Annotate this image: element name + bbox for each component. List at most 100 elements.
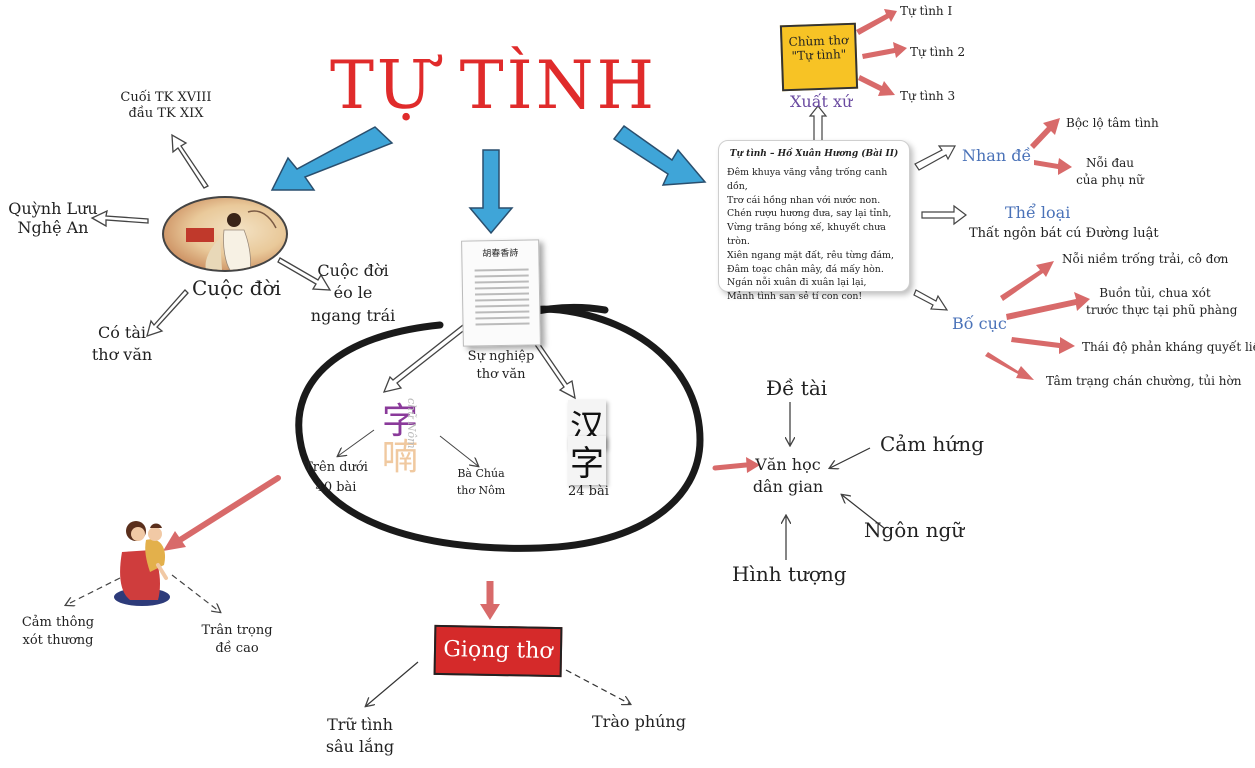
pink-arrow-boc-lo: [1030, 118, 1060, 149]
van-hoc-center: Văn học dân gian: [748, 454, 828, 499]
bo-cuc-label: Bố cục: [952, 314, 1007, 333]
nom-glyph-2: 喃: [382, 437, 419, 478]
poem-line: Xiên ngang mặt đất, rêu từng đám,: [727, 249, 894, 261]
arrow-cam-hung: [830, 447, 871, 468]
nhan-de-label: Nhan đề: [962, 146, 1032, 165]
giong-tho-box: Giọng thơ: [433, 624, 563, 678]
book-line: [475, 304, 530, 308]
cam-hung-label: Cảm hứng: [880, 432, 984, 456]
de-tai-label: Đề tài: [766, 376, 828, 400]
tu-tinh-3: Tự tình 3: [900, 89, 956, 103]
su-nghiep-line-2: thơ văn: [476, 367, 526, 383]
tren-duoi-line-2: 40 bài: [315, 479, 357, 495]
hollow-arrow-the-loai: [921, 204, 967, 226]
bo-cuc-item-2: Buồn tủi, chua xót trước thực tại phũ ph…: [1086, 285, 1237, 319]
hollow-arrow-nom: [382, 324, 469, 393]
noi-dau-text: Nỗi đau của phụ nữ: [1070, 155, 1150, 189]
poem-card: Tự tình – Hồ Xuân Hương (Bài II) Đêm khu…: [718, 140, 910, 302]
pink-arrow-bc1: [1000, 261, 1054, 301]
hollow-arrow-xuat-xu: [808, 105, 828, 144]
mother-child-illustration: [114, 521, 170, 606]
poet-portrait-image: [162, 196, 288, 272]
poem-line: Chén rượu hương đưa, say lại tỉnh,: [727, 208, 892, 220]
period-text: Cuối TK XVIII đầu TK XIX: [116, 90, 216, 121]
pink-arrow-bc3: [1011, 337, 1075, 354]
line-ba-chua: [439, 435, 478, 466]
tu-tinh-2: Tự tình 2: [910, 45, 966, 59]
su-nghiep-label: Sự nghiệp thơ văn: [456, 348, 546, 384]
cuoc-doi-label: Cuộc đời: [192, 276, 282, 300]
book-line: [475, 298, 530, 302]
tran-trong-line-2: đề cao: [215, 641, 259, 657]
tren-duoi-line-1: Trên dưới: [304, 460, 368, 475]
pink-arrow-noi-dau: [1034, 158, 1072, 175]
van-hoc-line-1: Văn học: [755, 455, 821, 474]
nom-glyph-1: 字: [382, 401, 419, 442]
eo-le-text: Cuộc đời éo le ngang trái: [306, 260, 400, 327]
pink-arrow-to-mother: [177, 475, 281, 543]
pink-arrow-bc4: [985, 352, 1034, 380]
ba-chua-text: Bà Chúa thơ Nôm: [452, 466, 510, 499]
xuat-xu-label: Xuất xứ: [790, 92, 853, 111]
the-loai-label: Thể loại: [1005, 203, 1071, 222]
pink-arrow-bc2: [1006, 292, 1090, 320]
tren-duoi-text: Trên dưới 40 bài: [302, 458, 370, 497]
tru-tinh-line-1: Trữ tình: [327, 715, 393, 734]
cam-thong-line-1: Cảm thông: [21, 615, 95, 630]
dash-trao-phung: [565, 669, 630, 704]
nom-small-label: chữ Nôm: [405, 398, 418, 449]
bo-cuc-item-1: Nỗi niềm trống trải, cô đơn: [1062, 252, 1229, 266]
the-loai-value: Thất ngôn bát cú Đường luật: [969, 226, 1159, 241]
book-line: [474, 286, 529, 290]
noi-dau-line-1: Nỗi đau: [1085, 156, 1135, 170]
ba-chua-line-2: thơ Nôm: [456, 483, 506, 497]
dash-cam-thong: [66, 577, 121, 605]
blue-arrow-left: [270, 126, 394, 191]
han-glyph-2: 字: [568, 436, 606, 485]
poem-line: Đêm khuya văng vẳng trống canh dồn,: [727, 167, 888, 192]
blue-arrow-down: [468, 149, 514, 235]
book-line: [475, 322, 530, 326]
hollow-arrow-bo-cuc: [913, 289, 949, 311]
blue-arrow-right: [612, 124, 707, 186]
period-line-1: Cuối TK XVIII: [120, 90, 212, 105]
hollow-arrow-co-tai: [146, 289, 189, 337]
eo-le-line-3: ngang trái: [310, 305, 396, 325]
tran-trong-text: Trân trọng đề cao: [198, 622, 276, 658]
line-tren-duoi: [338, 429, 375, 456]
hollow-arrow-eo-le: [277, 257, 332, 291]
cam-thong-text: Cảm thông xót thương: [16, 614, 100, 650]
van-hoc-line-2: dân gian: [752, 477, 824, 497]
bo-cuc-item-4: Tâm trạng chán chường, tủi hờn: [1046, 374, 1242, 388]
han-count-text: 24 bài: [568, 484, 609, 499]
tru-tinh-line-2: sâu lắng: [325, 737, 395, 757]
eo-le-line-1: Cuộc đời: [317, 261, 389, 280]
book-line: [475, 316, 530, 320]
main-title: TỰ TÌNH: [330, 47, 658, 124]
poem-line: Trơ cái hồng nhan với nước non.: [727, 194, 881, 206]
place-text: Quỳnh Lưu Nghệ An: [8, 199, 98, 237]
trao-phung-label: Trào phúng: [592, 712, 686, 731]
ba-chua-line-1: Bà Chúa: [457, 467, 505, 480]
poem-line: Vừng trăng bóng xế, khuyết chưa tròn.: [727, 222, 886, 247]
co-tai-line-1: Có tài: [97, 323, 147, 342]
pink-arrow-to-van-hoc: [712, 462, 749, 471]
co-tai-text: Có tài thơ văn: [82, 322, 162, 367]
pink-arrow-tt2: [862, 42, 907, 59]
tu-tinh-1: Tự tình I: [900, 4, 953, 18]
tru-tinh-text: Trữ tình sâu lắng: [322, 714, 398, 759]
ngon-ngu-label: Ngôn ngữ: [864, 518, 965, 542]
poem-line: Mảnh tình san sẻ tí con con!: [727, 291, 863, 303]
book-line: [474, 268, 529, 272]
co-tai-line-2: thơ văn: [91, 345, 153, 365]
pink-arrow-tt3: [858, 75, 895, 96]
portrait-figure: [186, 210, 277, 270]
bo-cuc-item-2-line-1: Buồn tủi, chua xót: [1099, 286, 1211, 300]
poem-line: Ngán nỗi xuân đi xuân lại lại,: [727, 277, 867, 289]
arrow-ngon-ngu: [842, 495, 885, 529]
book-line: [475, 310, 530, 314]
place-line-2: Nghệ An: [17, 218, 89, 238]
chum-tho-note: Chùm thơ "Tự tình": [779, 22, 859, 92]
hollow-arrow-place: [90, 209, 149, 228]
